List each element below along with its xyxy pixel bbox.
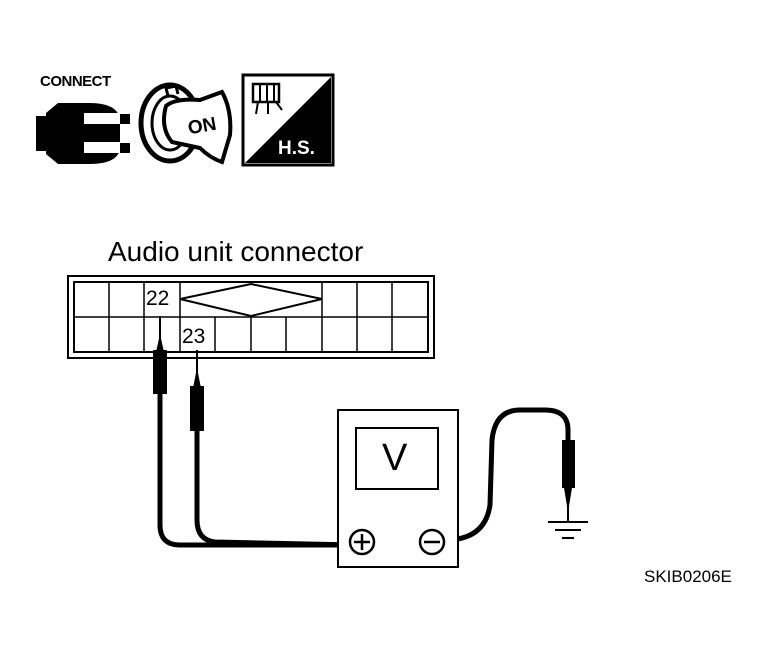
connect-label: CONNECT xyxy=(40,73,111,90)
harness-side-icon xyxy=(241,73,335,167)
audio-unit-connector xyxy=(67,275,435,359)
probe-pin-22 xyxy=(153,316,167,394)
voltmeter-display: V xyxy=(382,437,408,479)
probe-pin-23 xyxy=(190,350,204,431)
plus-terminal-icon xyxy=(348,528,376,556)
voltmeter xyxy=(337,409,459,568)
figure-code: SKIB0206E xyxy=(644,567,732,586)
ground-symbol-icon xyxy=(548,521,588,539)
connector-plug-icon xyxy=(36,103,130,164)
test-leads xyxy=(157,392,571,548)
connector-title: Audio unit connector xyxy=(108,236,364,267)
ground-probe xyxy=(562,440,575,522)
pin-23-label: 23 xyxy=(181,325,207,348)
pin-22-label: 22 xyxy=(145,287,171,310)
hs-label: H.S. xyxy=(278,138,315,159)
ignition-key-icon xyxy=(138,82,233,165)
minus-terminal-icon xyxy=(418,528,446,556)
